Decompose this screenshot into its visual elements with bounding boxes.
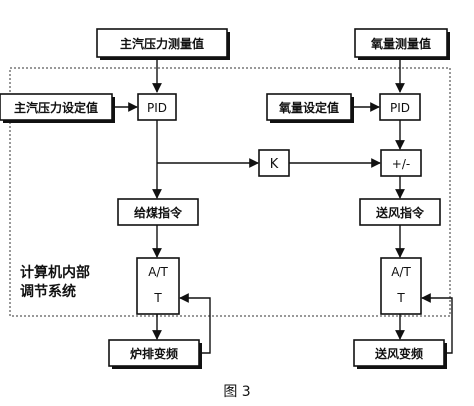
oxygen-measure-label: 氧量测量值 (370, 36, 431, 51)
t-right-label: T (396, 291, 405, 305)
gain-k-label: K (270, 157, 279, 172)
air-command-block: 送风指令 (359, 198, 441, 226)
main-pressure-measure-block: 主汽压力测量值 (96, 28, 230, 60)
oxygen-setpoint-label: 氧量设定值 (278, 100, 339, 115)
pid-left-block: PID (137, 93, 177, 121)
main-pressure-setpoint-block: 主汽压力设定值 (0, 93, 115, 123)
main-pressure-setpoint-label: 主汽压力设定值 (14, 100, 98, 115)
region-label-line1: 计算机内部 (20, 264, 90, 281)
grate-vfd-block: 炉排变频 (108, 339, 202, 369)
pid-left-label: PID (147, 101, 167, 115)
t-left-label: T (153, 291, 162, 305)
sum-label: +/- (392, 157, 410, 171)
air-vfd-block: 送风变频 (353, 339, 447, 369)
main-pressure-measure-label: 主汽压力测量值 (120, 36, 204, 51)
air-vfd-label: 送风变频 (374, 346, 423, 361)
computer-internal-region (9, 67, 451, 317)
air-command-label: 送风指令 (375, 205, 425, 220)
region-label-line2: 调节系统 (20, 283, 76, 300)
at-left-label: A/T (148, 265, 168, 279)
pid-right-label: PID (390, 101, 410, 115)
at-right-block: A/T T (380, 257, 422, 315)
coal-command-label: 给煤指令 (134, 205, 183, 220)
oxygen-measure-block: 氧量测量值 (354, 28, 450, 60)
sum-block: +/- (380, 149, 422, 177)
feedback-right (421, 293, 453, 354)
grate-vfd-label: 炉排变频 (130, 346, 178, 361)
figure-caption: 图 3 (223, 384, 250, 400)
feedback-left (179, 293, 211, 354)
at-left-block: A/T T (136, 257, 180, 315)
coal-command-block: 给煤指令 (117, 198, 199, 226)
oxygen-setpoint-block: 氧量设定值 (266, 93, 354, 123)
at-right-label: A/T (391, 265, 411, 279)
pid-right-block: PID (379, 93, 421, 121)
gain-k-block: K (258, 149, 290, 177)
